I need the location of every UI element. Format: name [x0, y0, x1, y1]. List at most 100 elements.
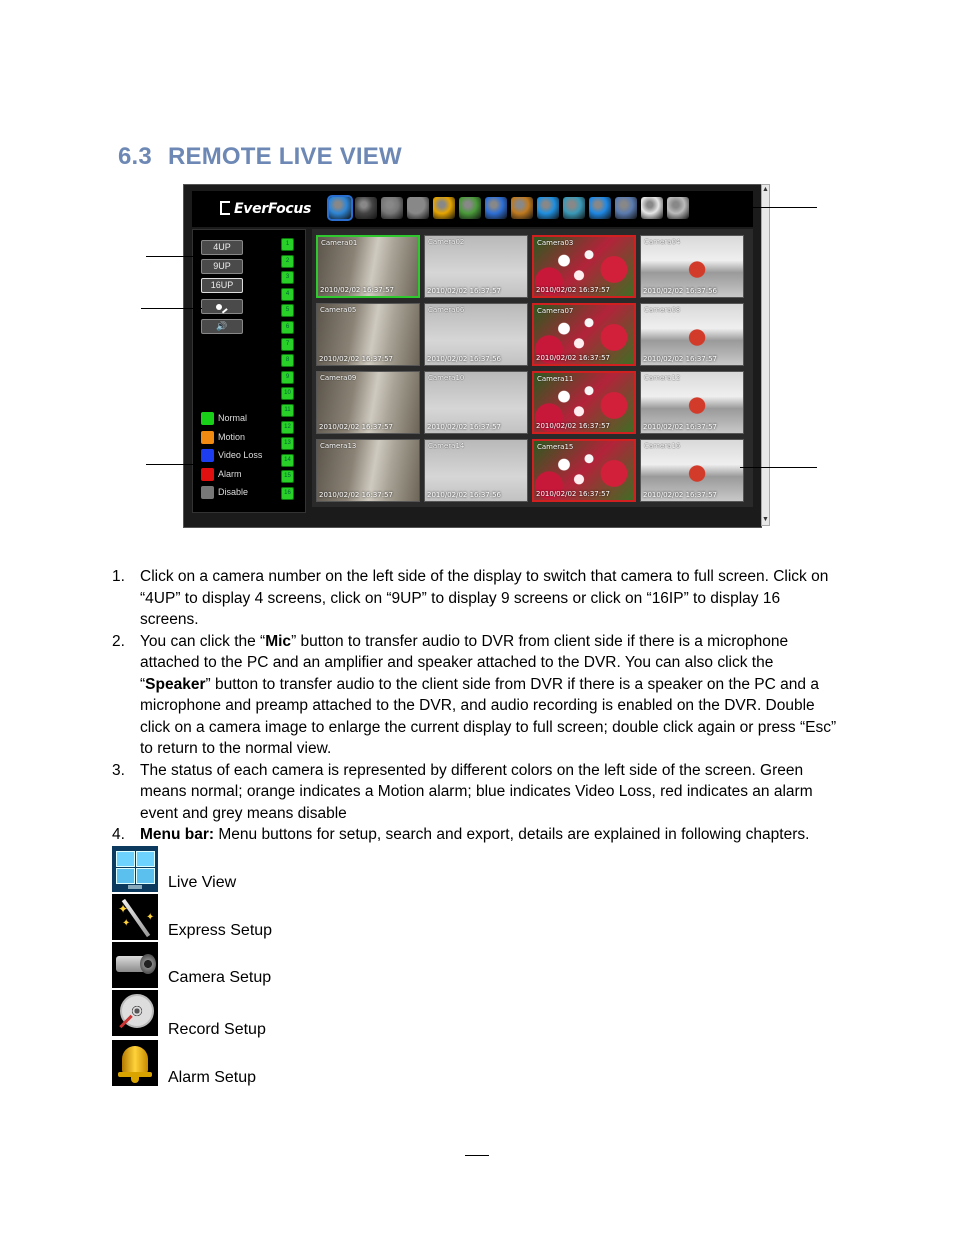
camera-timestamp: 2010/02/02 16:37:57 [536, 286, 611, 294]
status-swatch [201, 430, 214, 444]
camera-tile[interactable]: Camera05 2010/02/02 16:37:57 [316, 303, 420, 366]
camera-number-6[interactable]: 6 [281, 321, 294, 334]
live-view-icon [112, 846, 158, 892]
camera-tile[interactable]: Camera01 2010/02/02 16:37:57 [316, 235, 420, 298]
camera-title: Camera01 [321, 239, 358, 247]
network-icon[interactable] [485, 197, 507, 219]
camera-icon [112, 942, 158, 988]
schedule-icon[interactable] [459, 197, 481, 219]
camera-tile[interactable]: Camera11 2010/02/02 16:37:57 [532, 371, 636, 434]
camera-timestamp: 2010/02/02 16:37:57 [536, 422, 611, 430]
search-icon[interactable] [641, 197, 663, 219]
camera-tile[interactable]: Camera15 2010/02/02 16:37:57 [532, 439, 636, 502]
camera-tile[interactable]: Camera16 2010/02/02 16:37:57 [640, 439, 744, 502]
camera-setup-icon[interactable] [381, 197, 403, 219]
layout-16up-button[interactable]: 16UP [201, 278, 243, 293]
info-icon[interactable] [589, 197, 611, 219]
alarm-setup-icon[interactable] [433, 197, 455, 219]
instruction-list: 1.Click on a camera number on the left s… [112, 566, 842, 846]
speaker-button[interactable]: 🔊 [201, 319, 243, 334]
camera-number-9[interactable]: 9 [281, 370, 294, 384]
camera-image [534, 305, 634, 364]
camera-number-8[interactable]: 8 [281, 354, 294, 368]
instruction-text: Click on a camera number on the left sid… [140, 568, 829, 628]
live-view-icon[interactable] [327, 195, 353, 221]
camera-number-14[interactable]: 14 [281, 453, 294, 467]
layout-4up-button[interactable]: 4UP [201, 240, 243, 255]
express-setup-icon[interactable] [355, 197, 377, 219]
camera-number-13[interactable]: 13 [281, 437, 294, 451]
camera-timestamp: 2010/02/02 16:37:57 [320, 286, 395, 294]
camera-title: Camera11 [537, 375, 574, 383]
status-swatch [201, 486, 214, 499]
layout-9up-button[interactable]: 9UP [201, 259, 243, 274]
camera-number-3[interactable]: 3 [281, 271, 294, 285]
instruction-number: 3. [112, 761, 125, 779]
camera-number-12[interactable]: 12 [281, 420, 294, 434]
camera-number-5[interactable]: 5 [281, 304, 294, 318]
camera-title: Camera15 [537, 443, 574, 451]
export-icon[interactable] [667, 197, 689, 219]
playback-icon[interactable] [615, 197, 637, 219]
camera-title: Camera12 [644, 374, 681, 382]
camera-number-4[interactable]: 4 [281, 287, 294, 301]
legend-label: Video Loss [218, 449, 263, 460]
callout-line [146, 256, 202, 257]
record-setup-icon[interactable] [407, 197, 429, 219]
status-swatch [201, 467, 214, 481]
camera-number-2[interactable]: 2 [281, 254, 294, 268]
camera-image [317, 304, 419, 365]
camera-title: Camera05 [320, 306, 357, 314]
speaker-icon: 🔊 [216, 321, 228, 331]
camera-title: Camera02 [428, 238, 465, 246]
instruction-item: 1.Click on a camera number on the left s… [112, 566, 842, 631]
camera-image [641, 304, 743, 365]
scroll-down-icon[interactable]: ▼ [762, 516, 769, 523]
camera-title: Camera07 [537, 307, 574, 315]
instruction-text: Menu bar: Menu buttons for setup, search… [140, 826, 810, 843]
status-swatch [201, 449, 214, 462]
status-swatch [201, 412, 214, 425]
camera-image [534, 373, 634, 432]
instruction-text: You can click the “Mic” button to transf… [140, 632, 837, 758]
camera-tile[interactable]: Camera12 2010/02/02 16:37:57 [640, 371, 744, 434]
camera-image [641, 372, 743, 433]
scrollbar[interactable]: ▲ ▼ [761, 184, 770, 526]
system-icon[interactable] [563, 197, 585, 219]
camera-title: Camera09 [320, 374, 357, 382]
camera-timestamp: 2010/02/02 16:37:57 [536, 490, 611, 498]
logo-text: EverFocus [234, 201, 312, 217]
display-icon[interactable] [537, 197, 559, 219]
camera-title: Camera13 [320, 442, 357, 450]
camera-number-16[interactable]: 16 [281, 487, 294, 500]
camera-timestamp: 2010/02/02 16:37:56 [643, 287, 718, 295]
camera-timestamp: 2010/02/02 16:37:57 [643, 491, 718, 499]
mic-button[interactable] [201, 299, 243, 314]
camera-number-11[interactable]: 11 [281, 404, 294, 417]
event-icon[interactable] [511, 197, 533, 219]
camera-timestamp: 2010/02/02 16:37:57 [643, 423, 718, 431]
camera-number-10[interactable]: 10 [281, 387, 294, 401]
camera-image [641, 440, 743, 501]
camera-timestamp: 2010/02/02 16:37:57 [643, 355, 718, 363]
camera-title: Camera04 [644, 238, 681, 246]
camera-timestamp: 2010/02/02 16:37:57 [319, 355, 394, 363]
film-reel-icon [112, 990, 158, 1036]
camera-tile[interactable]: Camera04 2010/02/02 16:37:56 [640, 235, 744, 298]
camera-title: Camera16 [644, 442, 681, 450]
camera-number-1[interactable]: 1 [281, 238, 294, 251]
camera-number-7[interactable]: 7 [281, 337, 294, 351]
camera-number-15[interactable]: 15 [281, 470, 294, 484]
scroll-up-icon[interactable]: ▲ [762, 186, 769, 193]
